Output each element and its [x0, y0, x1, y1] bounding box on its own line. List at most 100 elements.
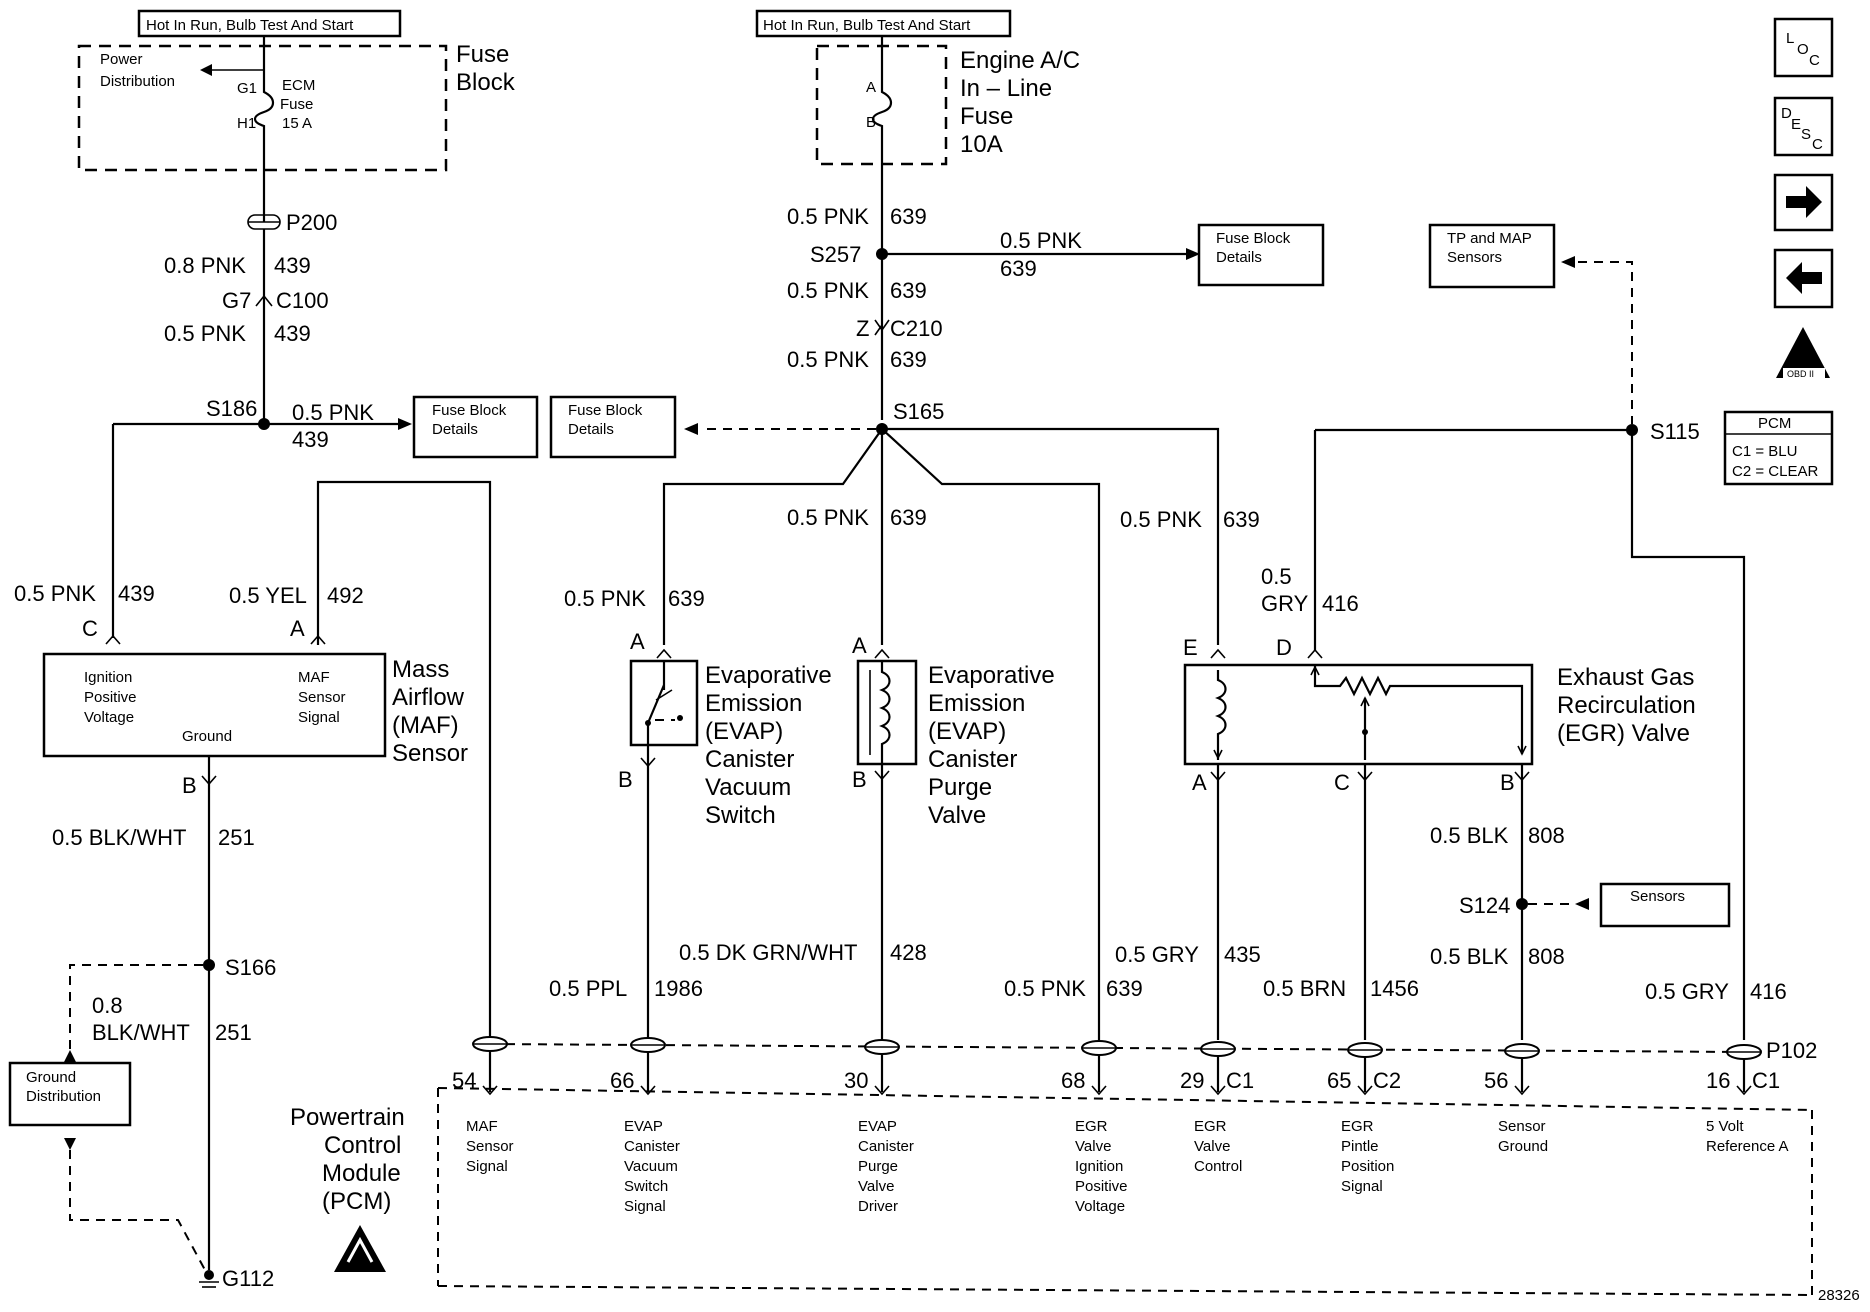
svg-text:B: B: [182, 773, 197, 798]
svg-text:G7: G7: [222, 288, 251, 313]
svg-text:B: B: [618, 767, 633, 792]
svg-text:0.5 PNK: 0.5 PNK: [1120, 507, 1202, 532]
svg-text:OBD II: OBD II: [1787, 369, 1814, 379]
svg-text:Fuse Block: Fuse Block: [1216, 230, 1291, 247]
svg-text:ECM: ECM: [282, 77, 315, 94]
svg-text:P102: P102: [1766, 1038, 1817, 1063]
pcm-pin-description: Reference A: [1706, 1138, 1789, 1155]
svg-text:Control: Control: [324, 1132, 401, 1159]
svg-text:Details: Details: [568, 421, 614, 438]
svg-text:Fuse: Fuse: [280, 96, 313, 113]
svg-text:439: 439: [274, 321, 311, 346]
svg-text:Details: Details: [432, 421, 478, 438]
svg-text:(PCM): (PCM): [322, 1188, 391, 1215]
svg-text:H1: H1: [237, 115, 256, 132]
svg-text:In – Line: In – Line: [960, 75, 1052, 102]
svg-text:A: A: [630, 629, 645, 654]
hot-label-box-center: [755, 9, 1012, 38]
ecm-fuse-symbol: [253, 36, 275, 222]
svg-text:Evaporative: Evaporative: [928, 662, 1055, 689]
pcm-pin-description: Pintle: [1341, 1138, 1379, 1155]
svg-text:639: 639: [1106, 976, 1143, 1001]
esd-warning-icon: [334, 1225, 386, 1272]
svg-text:S: S: [1801, 126, 1811, 143]
svg-text:Signal: Signal: [298, 709, 340, 726]
fuse-block-dashed-box: [77, 44, 448, 172]
pcm-pin-number: 16: [1706, 1068, 1730, 1093]
svg-text:0.5 PNK: 0.5 PNK: [292, 400, 374, 425]
svg-text:B: B: [866, 114, 876, 131]
svg-text:439: 439: [118, 581, 155, 606]
svg-text:Fuse Block: Fuse Block: [568, 402, 643, 419]
svg-text:Sensor: Sensor: [392, 740, 468, 767]
svg-text:Ignition: Ignition: [84, 669, 132, 686]
fuse-block-details-3: [549, 395, 677, 459]
svg-text:Power: Power: [100, 51, 143, 68]
svg-text:439: 439: [274, 253, 311, 278]
svg-text:Module: Module: [322, 1160, 401, 1187]
svg-text:E: E: [1791, 116, 1801, 133]
maf-sensor: Ignition Positive Voltage MAF Sensor Sig…: [8, 652, 468, 1291]
svg-text:639: 639: [890, 278, 927, 303]
svg-text:Switch: Switch: [705, 802, 776, 829]
svg-text:0.5 PNK: 0.5 PNK: [1004, 976, 1086, 1001]
egr-valve-box: [1183, 663, 1534, 766]
svg-text:A: A: [866, 79, 876, 96]
pcm-pin-description: Sensor: [1498, 1118, 1546, 1135]
evap-purge-valve: A B Evaporative Emission (EVAP) Canister…: [679, 633, 1055, 1040]
nav-icons: L O C D E S C OBD II: [1773, 17, 1834, 379]
egr-valve: E D 0.5 GRY 416 Exhaust Gas Recirculatio…: [1004, 428, 1731, 1040]
svg-text:0.5 PNK: 0.5 PNK: [564, 586, 646, 611]
svg-text:Z: Z: [856, 316, 869, 341]
arrow-icon: [684, 423, 698, 435]
svg-text:0.5: 0.5: [1261, 564, 1292, 589]
svg-text:0.5 PNK: 0.5 PNK: [787, 347, 869, 372]
arrow-icon: [1575, 898, 1589, 910]
svg-text:C100: C100: [276, 288, 329, 313]
loc-icon[interactable]: [1773, 17, 1834, 78]
svg-text:10A: 10A: [960, 131, 1003, 158]
svg-text:A: A: [1192, 770, 1207, 795]
pcm-pin-description: Switch: [624, 1178, 668, 1195]
arrow-icon: [200, 64, 212, 76]
svg-text:Fuse: Fuse: [960, 103, 1013, 130]
hot-label-left: Hot In Run, Bulb Test And Start: [146, 17, 354, 34]
pcm-pin-description: Canister: [858, 1138, 914, 1155]
pcm-pin-number: 54: [452, 1068, 476, 1093]
svg-text:B: B: [852, 767, 867, 792]
pcm-pin-number: 56: [1484, 1068, 1508, 1093]
ground-distribution-box: [8, 1061, 132, 1127]
svg-text:639: 639: [1223, 507, 1260, 532]
svg-text:S166: S166: [225, 955, 276, 980]
svg-text:P200: P200: [286, 210, 337, 235]
svg-text:0.5 GRY: 0.5 GRY: [1115, 942, 1199, 967]
svg-text:808: 808: [1528, 944, 1565, 969]
svg-text:(EGR) Valve: (EGR) Valve: [1557, 720, 1690, 747]
svg-text:C1 = BLU: C1 = BLU: [1732, 443, 1797, 460]
svg-text:Ground: Ground: [26, 1069, 76, 1086]
svg-text:0.5 PNK: 0.5 PNK: [14, 581, 96, 606]
svg-text:B: B: [1500, 770, 1515, 795]
c100-connector: [255, 294, 273, 307]
pcm-connector-id: C2: [1373, 1068, 1401, 1093]
maf-sensor-box: [42, 652, 387, 758]
solenoid-coil-icon: [879, 661, 891, 764]
arrow-icon: [1561, 256, 1575, 268]
svg-text:0.5 BLK/WHT: 0.5 BLK/WHT: [52, 825, 186, 850]
svg-text:Vacuum: Vacuum: [705, 774, 791, 801]
arrow-icon: [398, 418, 412, 430]
pcm-pin-description: Signal: [624, 1198, 666, 1215]
svg-text:Fuse Block: Fuse Block: [432, 402, 507, 419]
svg-text:Fuse: Fuse: [456, 41, 509, 68]
svg-text:D: D: [1781, 105, 1792, 122]
fuse-block-details-1: [412, 395, 539, 459]
svg-text:Powertrain: Powertrain: [290, 1104, 405, 1131]
pcm-pin-description: Driver: [858, 1198, 898, 1215]
svg-text:439: 439: [292, 427, 329, 452]
svg-text:C: C: [1334, 770, 1350, 795]
hot-label-box-left: [137, 9, 402, 38]
desc-icon[interactable]: [1773, 96, 1834, 157]
svg-text:416: 416: [1322, 591, 1359, 616]
pcm-pin-description: 5 Volt: [1706, 1118, 1744, 1135]
